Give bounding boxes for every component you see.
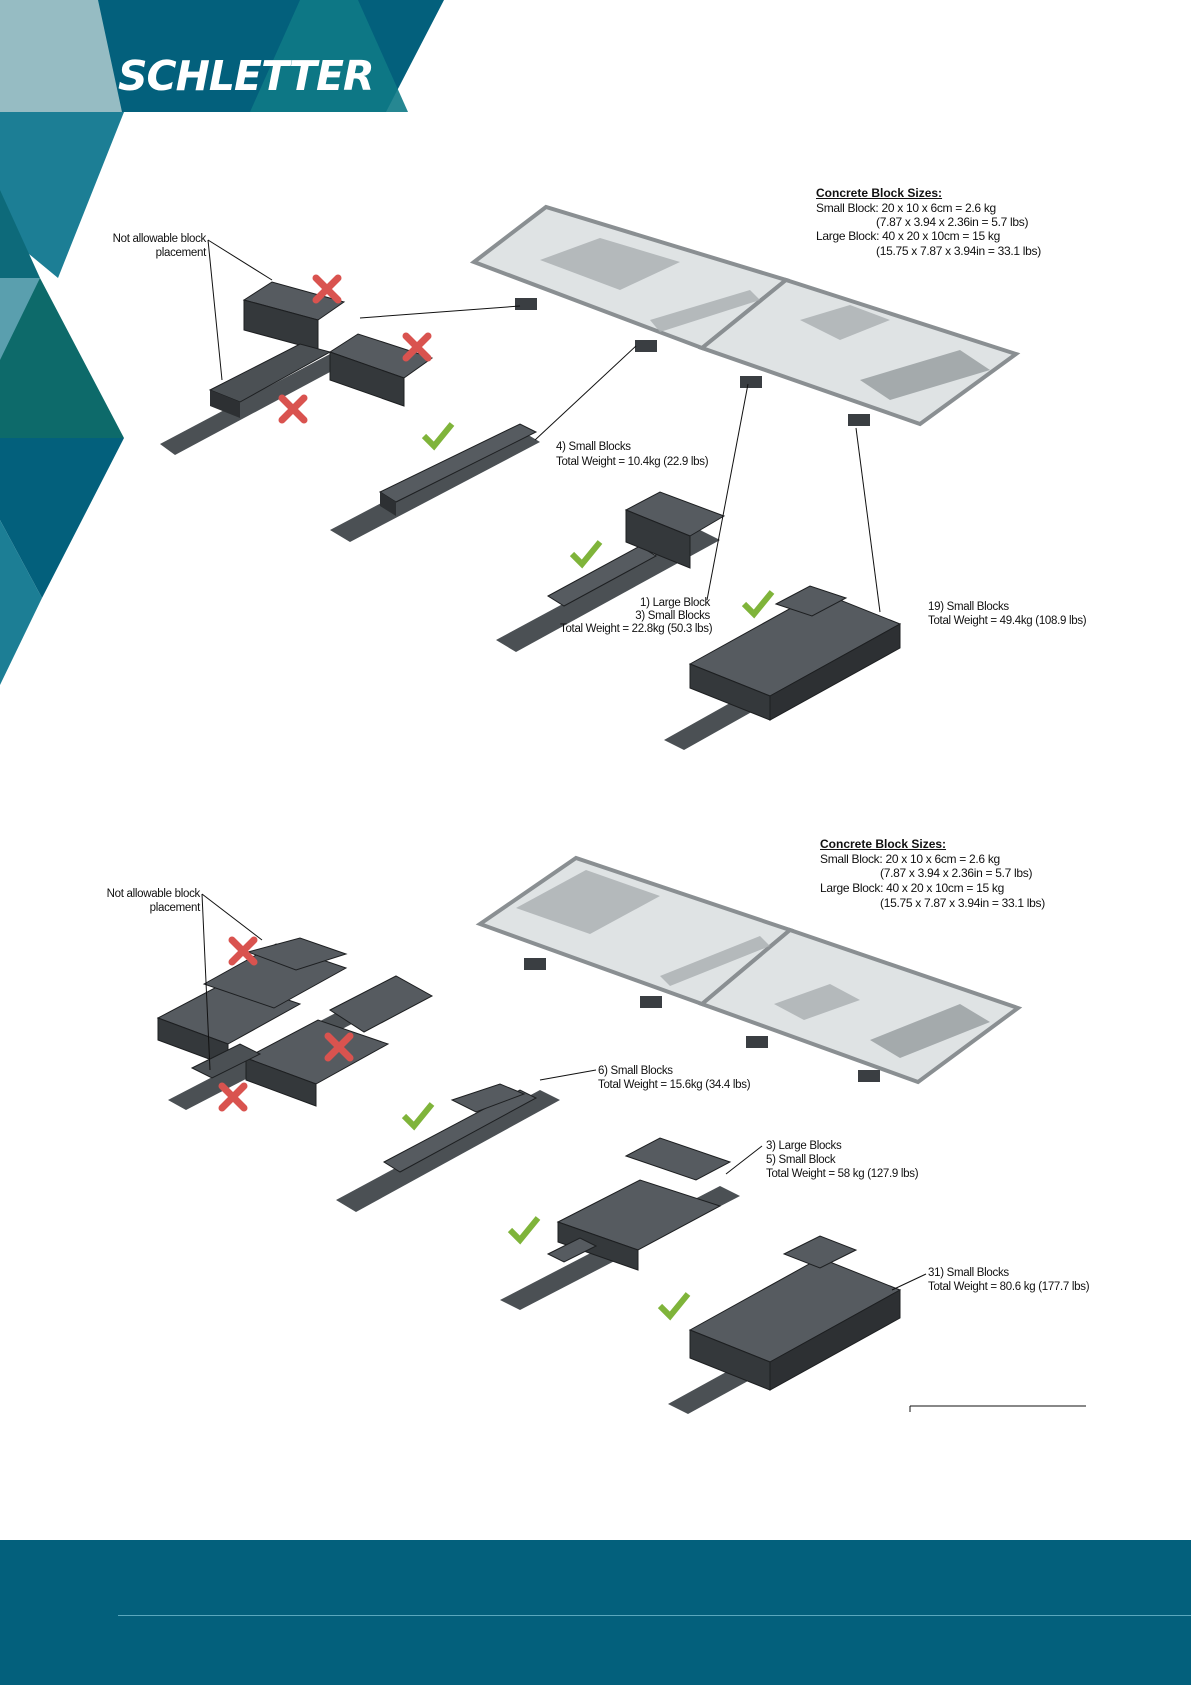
footer-band [0,1540,1191,1685]
bottom-foot-3 [746,1036,768,1048]
bottom-option-a-weight: Total Weight = 15.6kg (34.4 lbs) [598,1079,751,1091]
top-option-b-small: 3) Small Blocks [635,610,710,622]
bottom-a-stack [450,1083,526,1113]
top-panel-block-4 [860,350,990,400]
bottom-not-allowed-line2: placement [149,902,201,914]
schletter-logo: SCHLETTER [118,52,375,100]
top-panel-block-2 [650,290,760,332]
top-panel-block-3 [800,305,890,340]
top-a-blocks [378,423,538,503]
top-b-small [547,545,657,607]
bottom-b-small-stack [624,1137,732,1181]
top-bad-small-row-side [210,390,240,418]
top-sizes-title: Concrete Block Sizes: [816,186,943,200]
bottom-c-stack [782,1235,858,1269]
bottom-sizes-title: Concrete Block Sizes: [820,837,947,851]
top-leader-lines [207,239,881,613]
bottom-leader-lines [201,893,1086,1412]
check-icon [507,1216,541,1245]
cross-icon [312,274,342,304]
bottom-panel-block-4 [870,1004,990,1058]
top-foot-4 [848,414,870,426]
top-option-c-count: 19) Small Blocks [928,601,1009,613]
bottom-rail-a [336,1090,560,1212]
bottom-b-small [546,1237,598,1263]
top-not-allowed-line2: placement [155,247,207,259]
cross-icon [228,936,258,966]
side-band-5 [0,438,124,598]
top-rail-bad [160,354,345,455]
bottom-c-blocks-front [769,1289,901,1391]
bottom-sizes-large: Large Block: 40 x 20 x 10cm = 15 kg [820,881,1004,895]
top-b-large-side [625,509,691,569]
top-sizes-small-imperial: (7.87 x 3.94 x 2.36in = 5.7 lbs) [876,215,1029,229]
bottom-foot-1 [524,958,546,970]
bottom-b-large-side [557,1221,639,1271]
top-panel-block-1 [540,238,680,290]
check-icon [569,540,603,569]
bottom-panel-block-1 [516,870,660,934]
footer-rule [118,1615,1191,1616]
bottom-not-allowed-line1: Not allowable block [106,888,201,900]
top-sizes-large-imperial: (15.75 x 7.87 x 3.94in = 33.1 lbs) [876,244,1041,258]
bottom-panel-2 [698,927,1023,1085]
bottom-bad-block-5 [329,975,434,1033]
bottom-option-c-count: 31) Small Blocks [928,1267,1009,1279]
top-option-a-weight: Total Weight = 10.4kg (22.9 lbs) [556,456,709,468]
cross-icon [278,394,308,424]
bottom-sizes-large-imperial: (15.75 x 7.87 x 3.94in = 33.1 lbs) [880,896,1045,910]
top-c-stack [774,585,848,617]
top-option-a-count: 4) Small Blocks [556,441,631,453]
top-diagram [160,204,1021,750]
cross-icon [324,1032,354,1062]
bottom-diagram [156,855,1086,1414]
top-bad-block-2-side [329,351,405,407]
top-a-blocks-side [380,492,396,516]
bottom-panel-block-2 [660,936,770,986]
cross-icon [402,332,432,362]
top-option-b-weight: Total Weight = 22.8kg (50.3 lbs) [560,623,713,635]
bottom-panel-block-3 [774,984,860,1020]
bottom-foot-2 [640,996,662,1008]
bottom-sizes-small-imperial: (7.87 x 3.94 x 2.36in = 5.7 lbs) [880,866,1033,880]
bottom-option-b-weight: Total Weight = 58 kg (127.9 lbs) [766,1168,919,1180]
top-not-allowed-line1: Not allowable block [112,233,207,245]
bottom-foot-4 [858,1070,880,1082]
top-option-b-large: 1) Large Block [640,597,710,609]
side-band-1 [0,112,124,278]
bottom-option-c-weight: Total Weight = 80.6 kg (177.7 lbs) [928,1281,1090,1293]
top-c-blocks-front [769,623,901,721]
bottom-bad-small [190,1043,262,1079]
top-foot-1 [515,298,537,310]
bottom-option-a-count: 6) Small Blocks [598,1065,673,1077]
bottom-option-b-large: 3) Large Blocks [766,1140,842,1152]
check-icon [741,590,775,619]
bottom-bad-block-3 [246,937,348,971]
top-foot-3 [740,376,762,388]
side-band-4 [0,278,40,360]
header-light-triangle [0,0,122,112]
side-band-6 [0,520,42,685]
top-option-c-weight: Total Weight = 49.4kg (108.9 lbs) [928,615,1087,627]
cross-icon [218,1082,248,1112]
top-rail-b [496,530,720,652]
check-icon [401,1102,435,1131]
bottom-sizes-small: Small Block: 20 x 10 x 6cm = 2.6 kg [820,852,1000,866]
check-icon [421,422,455,451]
bottom-option-b-small: 5) Small Block [766,1154,836,1166]
top-rail-a [330,430,540,542]
top-sizes-large: Large Block: 40 x 20 x 10cm = 15 kg [816,229,1000,243]
check-icon [657,1292,691,1321]
top-foot-2 [635,340,657,352]
top-sizes-small: Small Block: 20 x 10 x 6cm = 2.6 kg [816,201,996,215]
side-band-3 [0,278,124,438]
bottom-a-blocks [382,1089,538,1173]
header-green-triangle [250,0,408,112]
bottom-bad-block-4-side [245,1057,317,1107]
top-panel-2 [697,277,1021,427]
